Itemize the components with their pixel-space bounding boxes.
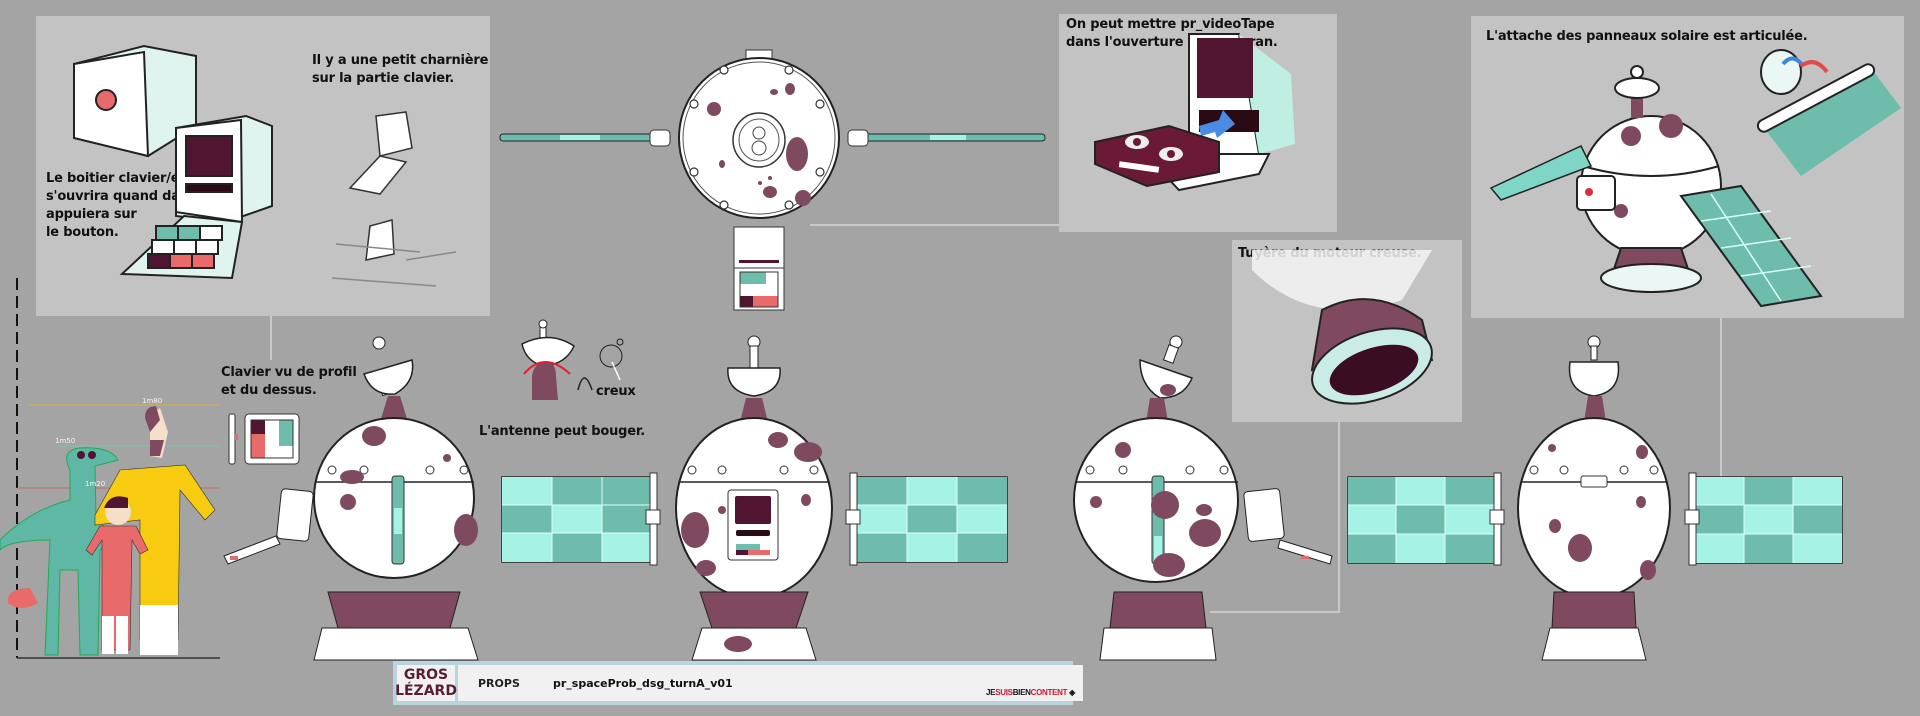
keypad [147,225,223,269]
height-label-1m20: 1m20 [85,480,106,488]
box-screen [185,135,233,177]
front-screen-panel [727,489,779,561]
studio-logo: JESUISBIENCONTENT ◈ [986,688,1075,697]
box-button [95,89,117,111]
insert-arrow [1199,110,1235,138]
filename: pr_spaceProb_dsg_turnA_v01 [553,676,733,690]
probe-3q [1489,65,1823,308]
solar-panel-left [1347,476,1495,564]
probe-front-view [501,335,1008,661]
solar-panel-right [1695,476,1843,564]
title-block: GROS LÉZARD PROPS pr_spaceProb_dsg_turnA… [393,661,1083,705]
height-label-1m50: 1m50 [55,437,76,445]
note-videotape: On peut mettre pr_videoTape dans l'ouver… [1066,17,1278,50]
probe-top-view [499,49,1046,311]
nozzle-illustration [1252,250,1434,405]
probe-side-view-left [223,336,479,661]
videotape [1094,124,1220,188]
back-hatch [1580,475,1608,488]
open-box [119,114,273,280]
box-slot [185,183,233,193]
connector-line [1338,422,1340,612]
height-scale [0,278,220,659]
screen [1197,38,1253,98]
girl-character [85,496,149,654]
joint-detail [1756,49,1901,176]
connector-line [270,316,272,360]
lizard-character [0,447,119,656]
filename-cell: pr_spaceProb_dsg_turnA_v01 JESUISBIENCON… [539,665,1083,701]
solar-panel-edge-right [864,133,1046,142]
connector-line [1720,318,1722,498]
note-keyboard-views: Clavier vu de profil et du dessus. [221,365,357,398]
hinge-sketch [331,111,457,287]
note-keyboard-hinge: Il y a une petit charnière sur la partie… [312,53,489,86]
keyboard-profile-top-views [228,413,300,465]
brand-line2: LÉZARD [395,683,457,699]
antenna-sketch [521,319,624,400]
probe-back-view [1347,335,1843,661]
note-antenna: L'antenne peut bouger. [479,424,646,439]
brand-line1: GROS [403,667,449,683]
connector-line [1210,611,1340,613]
hull-spots [707,83,811,206]
note-hollow: creux [596,384,636,399]
solar-panel-left [501,476,653,563]
probe-side-view-right [1073,335,1333,661]
solar-joint-illustration [1489,49,1901,308]
height-label-1m80: 1m80 [142,397,163,405]
connector-line [810,224,1060,226]
videotape-illustration [1094,33,1295,192]
note-solar-joint: L'attache des panneaux solaire est artic… [1486,29,1808,44]
keyboard-box-illustration [73,44,457,287]
solar-panel-edge-left [499,133,653,142]
brand-logo: GROS LÉZARD [395,665,457,701]
closed-box [73,44,197,158]
solar-panel-right [856,476,1008,563]
top-view-keyboard [733,226,785,311]
rotate-arrow [523,361,571,375]
